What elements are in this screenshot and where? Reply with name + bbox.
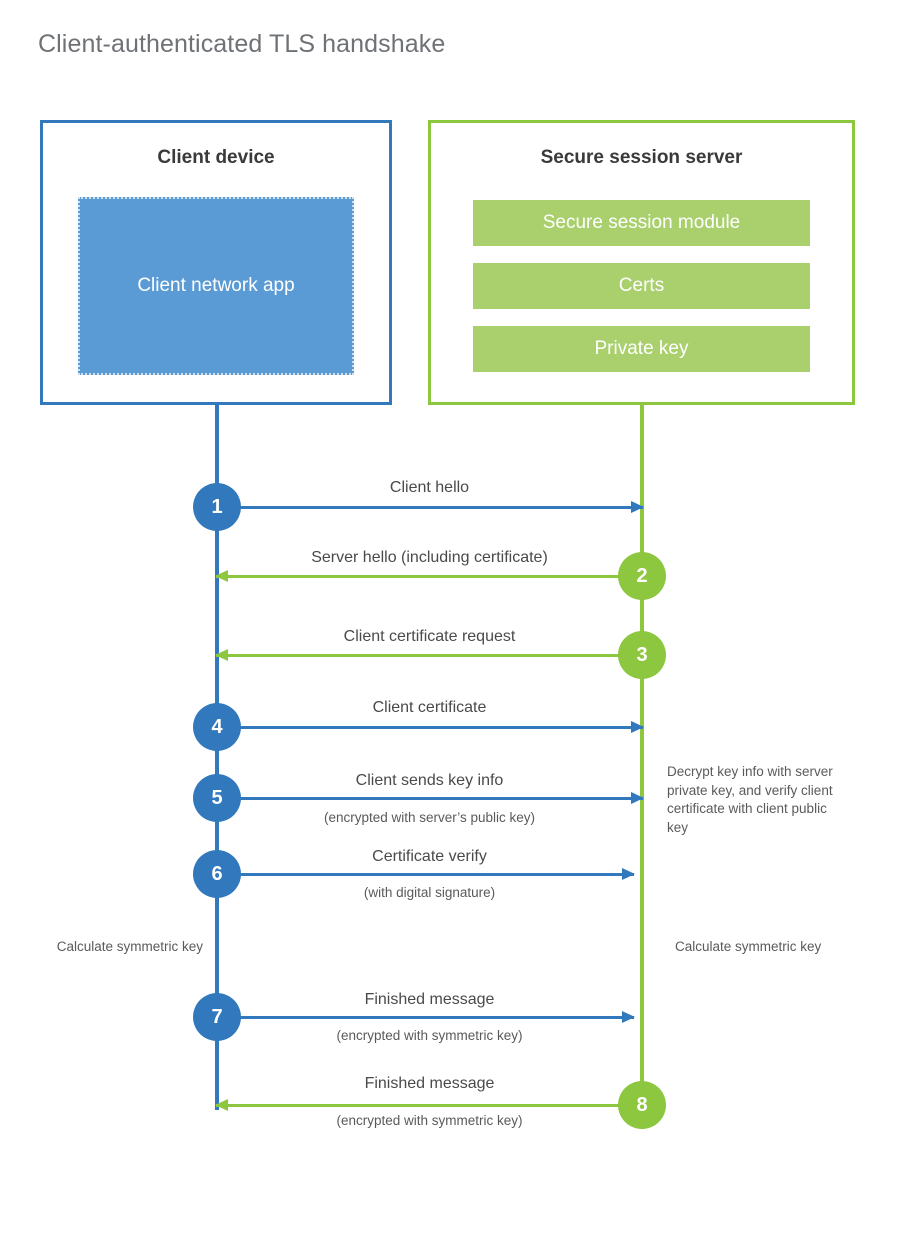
step-circle-1: 1	[193, 483, 241, 531]
step-3-arrow	[215, 649, 640, 661]
arrow-shaft	[229, 873, 634, 876]
step-circle-4: 4	[193, 703, 241, 751]
secure-session-server-title: Secure session server	[540, 147, 743, 168]
step-4-label: Client certificate	[372, 699, 487, 716]
step-5-label: Client sends key info	[355, 772, 504, 789]
client-calculate-key-note: Calculate symmetric key	[56, 939, 203, 954]
arrow-head-right-icon	[631, 792, 644, 804]
arrow-shaft	[216, 1104, 640, 1107]
arrow-head-right-icon	[622, 868, 635, 880]
step-8-sublabel: (encrypted with symmetric key)	[336, 1113, 523, 1128]
step-8-label: Finished message	[364, 1075, 495, 1092]
arrow-shaft	[216, 654, 640, 657]
step-circle-7: 7	[193, 993, 241, 1041]
step-circle-8: 8	[618, 1081, 666, 1129]
step-8-arrow	[215, 1099, 640, 1111]
arrow-shaft	[229, 1016, 634, 1019]
arrow-head-left-icon	[215, 649, 228, 661]
step-6-label: Certificate verify	[372, 848, 487, 865]
arrow-shaft	[229, 797, 643, 800]
step-1-arrow	[229, 501, 644, 513]
step-circle-6: 6	[193, 850, 241, 898]
arrow-head-right-icon	[622, 1011, 635, 1023]
step-7-arrow	[229, 1011, 635, 1023]
secure-session-server-box: Secure session server Secure session mod…	[428, 120, 855, 405]
step-5-arrow	[229, 792, 644, 804]
arrow-shaft	[229, 506, 643, 509]
step-circle-3: 3	[618, 631, 666, 679]
arrow-shaft	[216, 575, 640, 578]
step-2-arrow	[215, 570, 640, 582]
step-7-label: Finished message	[364, 991, 495, 1008]
server-lifeline	[640, 404, 644, 1105]
step-5-sublabel: (encrypted with server’s public key)	[323, 810, 536, 825]
step-7-sublabel: (encrypted with symmetric key)	[336, 1028, 523, 1043]
step-2-label: Server hello (including certificate)	[311, 549, 548, 566]
step-circle-5: 5	[193, 774, 241, 822]
server-calculate-key-note: Calculate symmetric key	[675, 939, 822, 954]
client-network-app-box: Client network app	[78, 197, 354, 375]
page-title: Client-authenticated TLS handshake	[38, 30, 446, 58]
server-decrypt-note: Decrypt key info with server private key…	[667, 764, 833, 835]
server-component-certs: Certs	[473, 263, 810, 309]
step-6-sublabel: (with digital signature)	[363, 885, 496, 900]
client-lifeline	[215, 404, 219, 1110]
server-component-secure-session-module: Secure session module	[473, 200, 810, 246]
client-device-title: Client device	[157, 147, 275, 168]
arrow-head-right-icon	[631, 501, 644, 513]
arrow-head-left-icon	[215, 570, 228, 582]
step-1-label: Client hello	[389, 479, 470, 496]
client-device-box: Client device Client network app	[40, 120, 392, 405]
arrow-head-right-icon	[631, 721, 644, 733]
step-3-label: Client certificate request	[343, 628, 516, 645]
arrow-head-left-icon	[215, 1099, 228, 1111]
step-circle-2: 2	[618, 552, 666, 600]
server-component-private-key: Private key	[473, 326, 810, 372]
step-6-arrow	[229, 868, 635, 880]
arrow-shaft	[229, 726, 643, 729]
step-4-arrow	[229, 721, 644, 733]
